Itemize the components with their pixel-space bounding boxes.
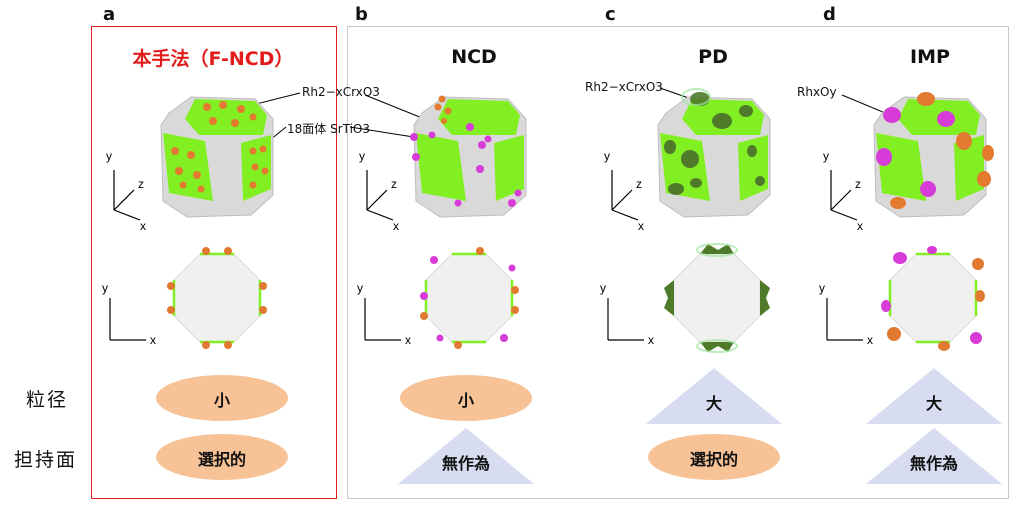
axis-x-label: x — [140, 219, 146, 233]
axis-z-label: z — [391, 177, 397, 191]
size-badge-d: 大 — [866, 368, 1002, 424]
method-title-c: PD — [698, 46, 728, 68]
panel-letter-b: b — [355, 4, 368, 25]
panels-bcd-frame — [347, 26, 1009, 499]
axes-3d-c: y z x — [604, 149, 644, 233]
method-title-b: NCD — [451, 46, 497, 68]
size-badge-a: 小 — [156, 375, 288, 421]
size-value-a: 小 — [213, 391, 230, 410]
axes-2d-a: y x — [102, 281, 156, 347]
support-value-d: 無作為 — [909, 454, 958, 473]
axis-x-label: x — [648, 333, 654, 347]
axes-3d-a: y z x — [106, 149, 146, 233]
axis-y-label: y — [823, 149, 829, 163]
panel-letter-a: a — [103, 4, 116, 25]
support-value-b: 無作為 — [441, 454, 490, 473]
row-label-size: 粒径 — [26, 389, 69, 411]
support-value-c: 選択的 — [689, 450, 738, 469]
axis-x-label: x — [867, 333, 873, 347]
axis-y-label: y — [106, 149, 112, 163]
crystal-a-3d — [160, 96, 274, 218]
method-title-d: IMP — [910, 46, 950, 68]
axes-2d-d: y x — [819, 281, 873, 347]
axis-y-label: y — [357, 281, 363, 295]
crystal-c-3d — [657, 88, 771, 218]
size-badge-b: 小 — [400, 375, 532, 421]
row-label-support: 担持面 — [14, 449, 78, 471]
method-title-a: 本手法（F-NCD） — [132, 48, 294, 70]
axes-3d-d: y z x — [823, 149, 863, 233]
axis-y-label: y — [600, 281, 606, 295]
axis-x-label: x — [638, 219, 644, 233]
axis-y-label: y — [102, 281, 108, 295]
size-value-b: 小 — [457, 391, 474, 410]
callout-rhcr-c: Rh2−xCrxO3 — [585, 80, 663, 94]
cross-section-c — [664, 243, 770, 353]
axis-z-label: z — [138, 177, 144, 191]
axes-3d-b: y z x — [359, 149, 399, 233]
axis-y-label: y — [604, 149, 610, 163]
size-value-d: 大 — [925, 394, 942, 413]
size-badge-c: 大 — [646, 368, 782, 424]
panel-letter-c: c — [605, 4, 616, 25]
axis-x-label: x — [857, 219, 863, 233]
support-value-a: 選択的 — [197, 450, 246, 469]
axis-x-label: x — [393, 219, 399, 233]
callout-rhox-d: RhxOy — [797, 85, 837, 99]
callout-srtio3: 18面体 SrTiO3 — [287, 122, 371, 136]
cross-section-b — [420, 247, 519, 349]
callout-rhcr-a: Rh2−xCrxO3 — [302, 85, 380, 99]
crystal-d-3d — [873, 92, 994, 218]
support-badge-a: 選択的 — [156, 434, 288, 480]
support-badge-b: 無作為 — [398, 428, 534, 484]
axis-y-label: y — [819, 281, 825, 295]
cross-section-d — [881, 246, 985, 351]
axis-z-label: z — [855, 177, 861, 191]
axis-y-label: y — [359, 149, 365, 163]
axis-z-label: z — [636, 177, 642, 191]
axes-2d-c: y x — [600, 281, 654, 347]
support-badge-d: 無作為 — [866, 428, 1002, 484]
support-badge-c: 選択的 — [648, 434, 780, 480]
panel-a-frame — [91, 26, 337, 499]
axis-x-label: x — [150, 333, 156, 347]
crystal-b-3d — [410, 95, 527, 218]
cross-section-a — [167, 247, 267, 349]
panel-letter-d: d — [823, 4, 836, 25]
size-value-c: 大 — [705, 394, 722, 413]
axis-x-label: x — [405, 333, 411, 347]
axes-2d-b: y x — [357, 281, 411, 347]
